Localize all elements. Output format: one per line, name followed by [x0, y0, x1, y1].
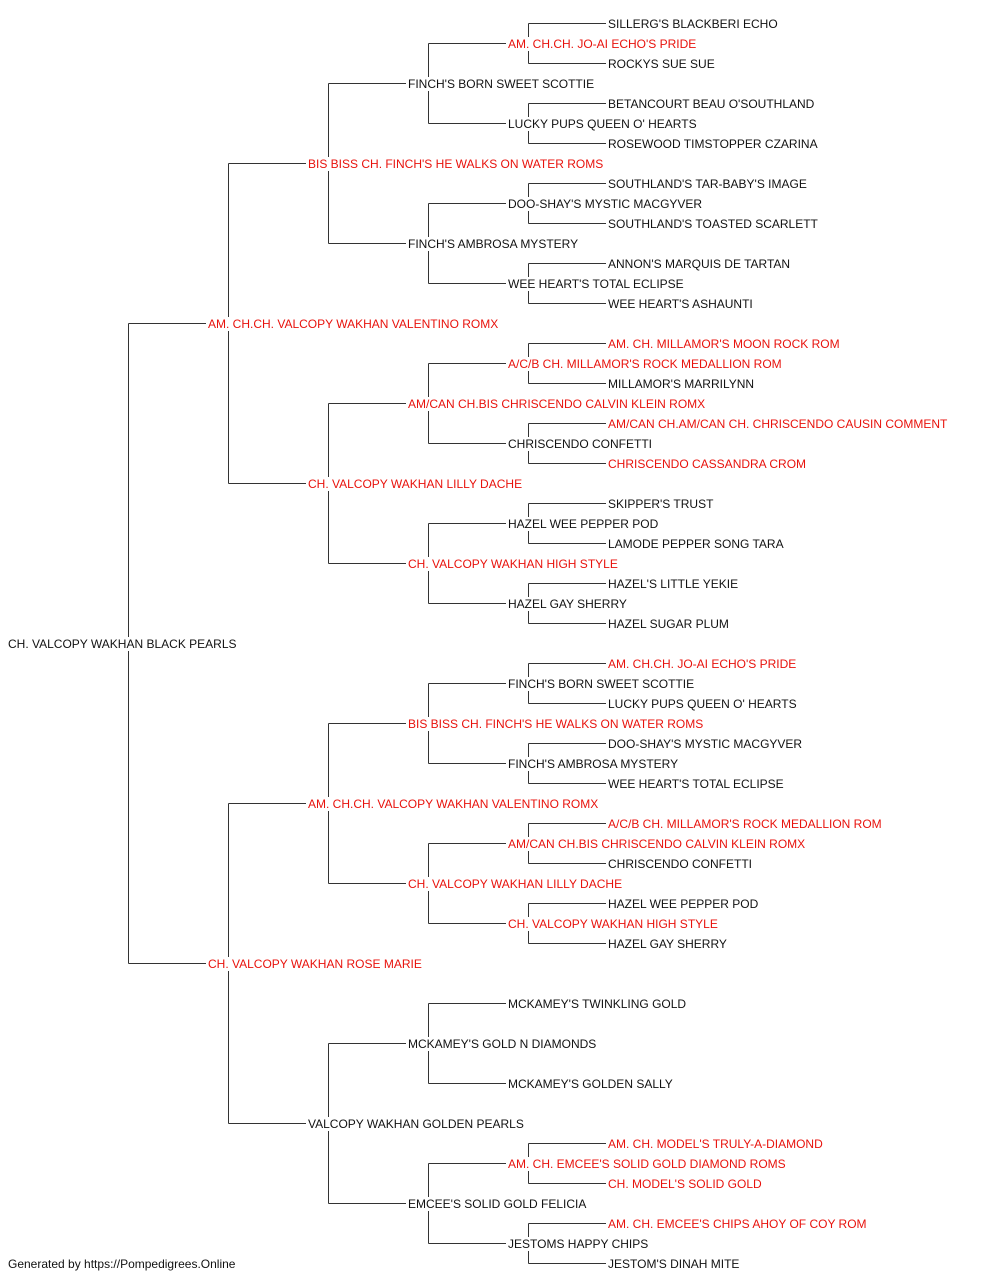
- pedigree-entry-gen4: AM/CAN CH.BIS CHRISCENDO CALVIN KLEIN RO…: [508, 836, 807, 851]
- pedigree-entry-gen5: CHRISCENDO CASSANDRA CROM: [608, 456, 808, 471]
- pedigree-entry-gen5: HAZEL GAY SHERRY: [608, 936, 728, 951]
- pedigree-entry-gen1: CH. VALCOPY WAKHAN ROSE MARIE: [208, 956, 423, 971]
- pedigree-entry-gen5: AM. CH. MILLAMOR'S MOON ROCK ROM: [608, 336, 841, 351]
- pedigree-entry-gen5: A/C/B CH. MILLAMOR'S ROCK MEDALLION ROM: [608, 816, 883, 831]
- pedigree-entry-gen3: AM/CAN CH.BIS CHRISCENDO CALVIN KLEIN RO…: [408, 396, 707, 411]
- pedigree-entry-gen4: AM. CH. EMCEE'S SOLID GOLD DIAMOND ROMS: [508, 1156, 787, 1171]
- pedigree-entry-gen3: FINCH'S BORN SWEET SCOTTIE: [408, 76, 596, 91]
- pedigree-entry-gen3: FINCH'S AMBROSA MYSTERY: [408, 236, 580, 251]
- pedigree-entry-gen4: HAZEL WEE PEPPER POD: [508, 516, 660, 531]
- pedigree-entry-gen1: AM. CH.CH. VALCOPY WAKHAN VALENTINO ROMX: [208, 316, 500, 331]
- pedigree-entry-gen5: AM. CH. EMCEE'S CHIPS AHOY OF COY ROM: [608, 1216, 868, 1231]
- pedigree-entry-gen2: BIS BISS CH. FINCH'S HE WALKS ON WATER R…: [308, 156, 605, 171]
- pedigree-entry-gen4: JESTOMS HAPPY CHIPS: [508, 1236, 650, 1251]
- pedigree-entry-gen5: ANNON'S MARQUIS DE TARTAN: [608, 256, 792, 271]
- pedigree-entry-gen5: BETANCOURT BEAU O'SOUTHLAND: [608, 96, 816, 111]
- pedigree-entry-gen5: AM. CH. MODEL'S TRULY-A-DIAMOND: [608, 1136, 824, 1151]
- pedigree-entry-gen5: WEE HEART'S ASHAUNTI: [608, 296, 754, 311]
- pedigree-entry-gen5: SKIPPER'S TRUST: [608, 496, 715, 511]
- pedigree-entry-gen4: MCKAMEY'S TWINKLING GOLD: [508, 996, 688, 1011]
- pedigree-entry-gen4: AM. CH.CH. JO-AI ECHO'S PRIDE: [508, 36, 698, 51]
- pedigree-entry-gen5: ROSEWOOD TIMSTOPPER CZARINA: [608, 136, 819, 151]
- pedigree-entry-gen4: CHRISCENDO CONFETTI: [508, 436, 653, 451]
- generated-by-footer: Generated by https://Pompedigrees.Online: [8, 1257, 236, 1271]
- pedigree-entry-gen4: MCKAMEY'S GOLDEN SALLY: [508, 1076, 674, 1091]
- pedigree-entry-gen5: AM/CAN CH.AM/CAN CH. CHRISCENDO CAUSIN C…: [608, 416, 949, 431]
- pedigree-entry-gen5: ROCKYS SUE SUE: [608, 56, 716, 71]
- pedigree-entry-gen2: AM. CH.CH. VALCOPY WAKHAN VALENTINO ROMX: [308, 796, 600, 811]
- pedigree-entry-gen4: WEE HEART'S TOTAL ECLIPSE: [508, 276, 685, 291]
- pedigree-entry-gen4: DOO-SHAY'S MYSTIC MACGYVER: [508, 196, 704, 211]
- pedigree-entry-gen4: HAZEL GAY SHERRY: [508, 596, 628, 611]
- pedigree-entry-gen4: CH. VALCOPY WAKHAN HIGH STYLE: [508, 916, 719, 931]
- pedigree-entry-gen5: CH. MODEL'S SOLID GOLD: [608, 1176, 763, 1191]
- pedigree-entry-gen5: HAZEL WEE PEPPER POD: [608, 896, 760, 911]
- pedigree-entry-gen5: LUCKY PUPS QUEEN O' HEARTS: [608, 696, 798, 711]
- pedigree-entry-gen5: HAZEL'S LITTLE YEKIE: [608, 576, 740, 591]
- pedigree-entry-gen5: AM. CH.CH. JO-AI ECHO'S PRIDE: [608, 656, 798, 671]
- pedigree-entry-gen4: FINCH'S AMBROSA MYSTERY: [508, 756, 680, 771]
- pedigree-entry-gen5: HAZEL SUGAR PLUM: [608, 616, 730, 631]
- pedigree-entry-gen3: EMCEE'S SOLID GOLD FELICIA: [408, 1196, 588, 1211]
- pedigree-entry-gen4: LUCKY PUPS QUEEN O' HEARTS: [508, 116, 698, 131]
- pedigree-entry-gen5: SOUTHLAND'S TOASTED SCARLETT: [608, 216, 819, 231]
- pedigree-entry-gen5: CHRISCENDO CONFETTI: [608, 856, 753, 871]
- pedigree-entry-gen2: VALCOPY WAKHAN GOLDEN PEARLS: [308, 1116, 525, 1131]
- pedigree-entry-gen4: A/C/B CH. MILLAMOR'S ROCK MEDALLION ROM: [508, 356, 783, 371]
- pedigree-entry-gen5: MILLAMOR'S MARRILYNN: [608, 376, 756, 391]
- pedigree-entry-gen3: MCKAMEY'S GOLD N DIAMONDS: [408, 1036, 598, 1051]
- pedigree-entry-gen3: CH. VALCOPY WAKHAN LILLY DACHE: [408, 876, 624, 891]
- pedigree-entry-gen5: JESTOM'S DINAH MITE: [608, 1256, 741, 1271]
- pedigree-entry-gen5: SOUTHLAND'S TAR-BABY'S IMAGE: [608, 176, 808, 191]
- pedigree-entry-gen3: CH. VALCOPY WAKHAN HIGH STYLE: [408, 556, 619, 571]
- pedigree-entry-gen3: BIS BISS CH. FINCH'S HE WALKS ON WATER R…: [408, 716, 705, 731]
- pedigree-entry-gen2: CH. VALCOPY WAKHAN LILLY DACHE: [308, 476, 524, 491]
- pedigree-entry-gen4: FINCH'S BORN SWEET SCOTTIE: [508, 676, 696, 691]
- pedigree-entry-gen0: CH. VALCOPY WAKHAN BLACK PEARLS: [8, 636, 238, 651]
- pedigree-entry-gen5: WEE HEART'S TOTAL ECLIPSE: [608, 776, 785, 791]
- pedigree-entry-gen5: DOO-SHAY'S MYSTIC MACGYVER: [608, 736, 804, 751]
- pedigree-entry-gen5: LAMODE PEPPER SONG TARA: [608, 536, 785, 551]
- pedigree-entry-gen5: SILLERG'S BLACKBERI ECHO: [608, 16, 779, 31]
